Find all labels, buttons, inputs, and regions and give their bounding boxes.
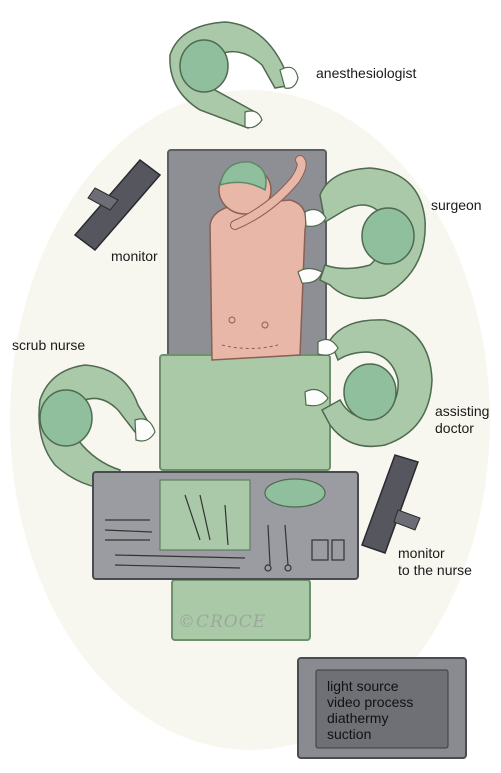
cart-line-light-source: light source xyxy=(327,678,399,694)
cart-line-video-process: video process xyxy=(327,694,413,710)
label-monitor-nurse-1: monitor xyxy=(398,545,445,562)
label-surgeon: surgeon xyxy=(431,197,482,214)
label-monitor: monitor xyxy=(111,248,158,265)
cart-line-diathermy: diathermy xyxy=(327,710,388,726)
cart-line-suction: suction xyxy=(327,726,371,742)
label-scrub-nurse: scrub nurse xyxy=(12,337,85,354)
patient xyxy=(210,160,306,360)
operating-table-lower xyxy=(160,355,330,470)
label-assisting-doctor-2: doctor xyxy=(435,420,474,437)
label-monitor-nurse-2: to the nurse xyxy=(398,562,472,579)
instrument-table xyxy=(93,472,358,579)
label-anesthesiologist: anesthesiologist xyxy=(316,65,416,82)
label-assisting-doctor-1: assisting xyxy=(435,403,489,420)
artist-signature: ©CROCE xyxy=(178,612,266,632)
